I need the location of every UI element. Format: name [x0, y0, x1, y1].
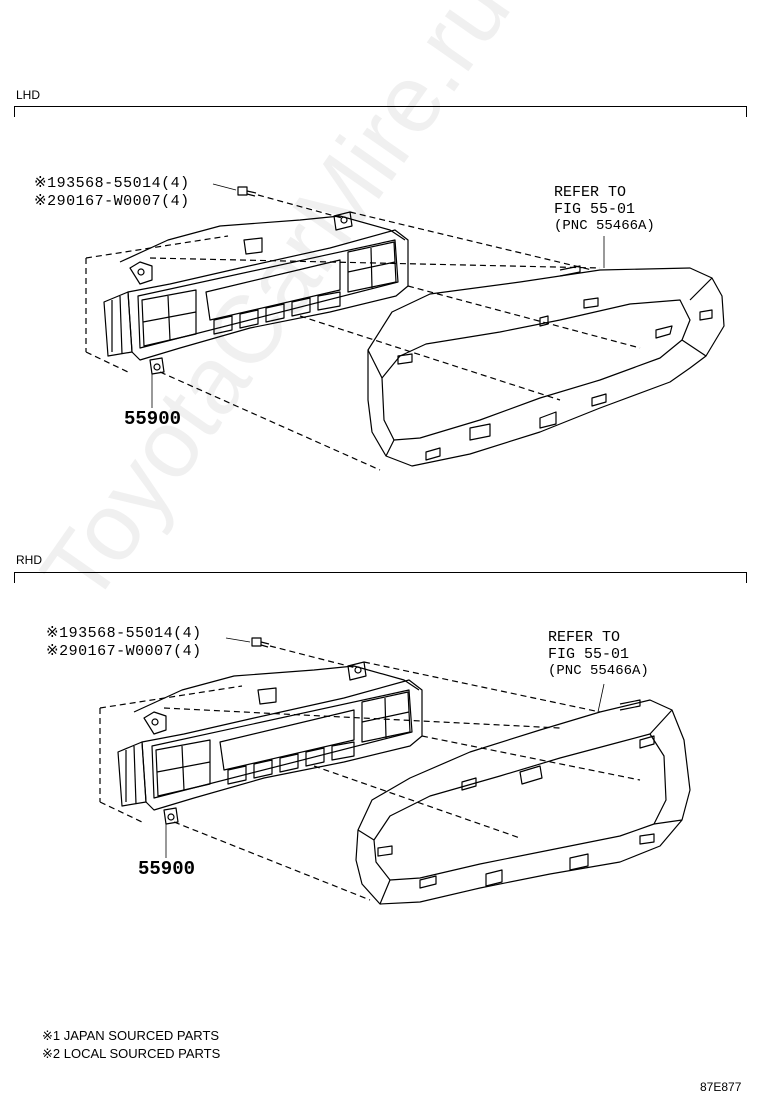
bolt-part-number: 93568-55014(4): [68, 625, 202, 642]
screw-icon: [251, 637, 270, 648]
bolt-mark: ※1: [34, 175, 57, 192]
refer-figure: FIG 55-01: [548, 646, 630, 663]
bolt-callout-rhd: ※193568-55014(4) ※290167-W0007(4): [46, 625, 202, 661]
bolt-mark: ※2: [46, 643, 69, 660]
section-bracket-lhd: [14, 106, 747, 117]
refer-note-lhd: REFER TO FIG 55-01 (PNC 55466A): [554, 184, 655, 235]
leader-line: [212, 183, 237, 191]
section-bracket-rhd: [14, 572, 747, 583]
ac-control-panel-icon: [117, 661, 423, 825]
leader-line: [597, 683, 605, 713]
section-label-lhd: LHD: [16, 88, 41, 102]
refer-note-rhd: REFER TO FIG 55-01 (PNC 55466A): [548, 629, 649, 680]
bezel-trim-icon: [355, 699, 691, 905]
dashed-guides: [99, 661, 641, 901]
diagram-code: 87E877: [700, 1080, 742, 1094]
bolt-mark: ※2: [34, 193, 57, 210]
bolt-part-number: 90167-W0007(4): [68, 643, 202, 660]
bezel-trim-icon: [367, 265, 725, 467]
part-number-rhd: 55900: [138, 858, 196, 880]
legend-text: JAPAN SOURCED PARTS: [63, 1028, 220, 1043]
part-number-lhd: 55900: [124, 408, 182, 430]
refer-pnc: (PNC 55466A): [548, 663, 649, 679]
ac-control-panel-icon: [103, 211, 409, 375]
legend: ※1 JAPAN SOURCED PARTS ※2 LOCAL SOURCED …: [42, 1027, 220, 1063]
bolt-part-number: 93568-55014(4): [56, 175, 190, 192]
screw-icon: [237, 186, 257, 197]
refer-line: REFER TO: [548, 629, 621, 646]
refer-line: REFER TO: [554, 184, 627, 201]
legend-mark: ※1: [42, 1028, 61, 1043]
legend-item: ※2 LOCAL SOURCED PARTS: [42, 1045, 220, 1063]
bolt-callout-lhd: ※193568-55014(4) ※290167-W0007(4): [34, 175, 190, 211]
refer-figure: FIG 55-01: [554, 201, 636, 218]
bolt-part-number: 90167-W0007(4): [56, 193, 190, 210]
dashed-guides: [85, 211, 641, 471]
dashed-guide: [257, 194, 343, 219]
refer-pnc: (PNC 55466A): [554, 218, 655, 234]
legend-item: ※1 JAPAN SOURCED PARTS: [42, 1027, 220, 1045]
dashed-guide: [269, 645, 357, 669]
legend-text: LOCAL SOURCED PARTS: [63, 1046, 221, 1061]
legend-mark: ※2: [42, 1046, 61, 1061]
leader-line: [225, 637, 251, 643]
bolt-mark: ※1: [46, 625, 69, 642]
section-label-rhd: RHD: [16, 553, 42, 567]
